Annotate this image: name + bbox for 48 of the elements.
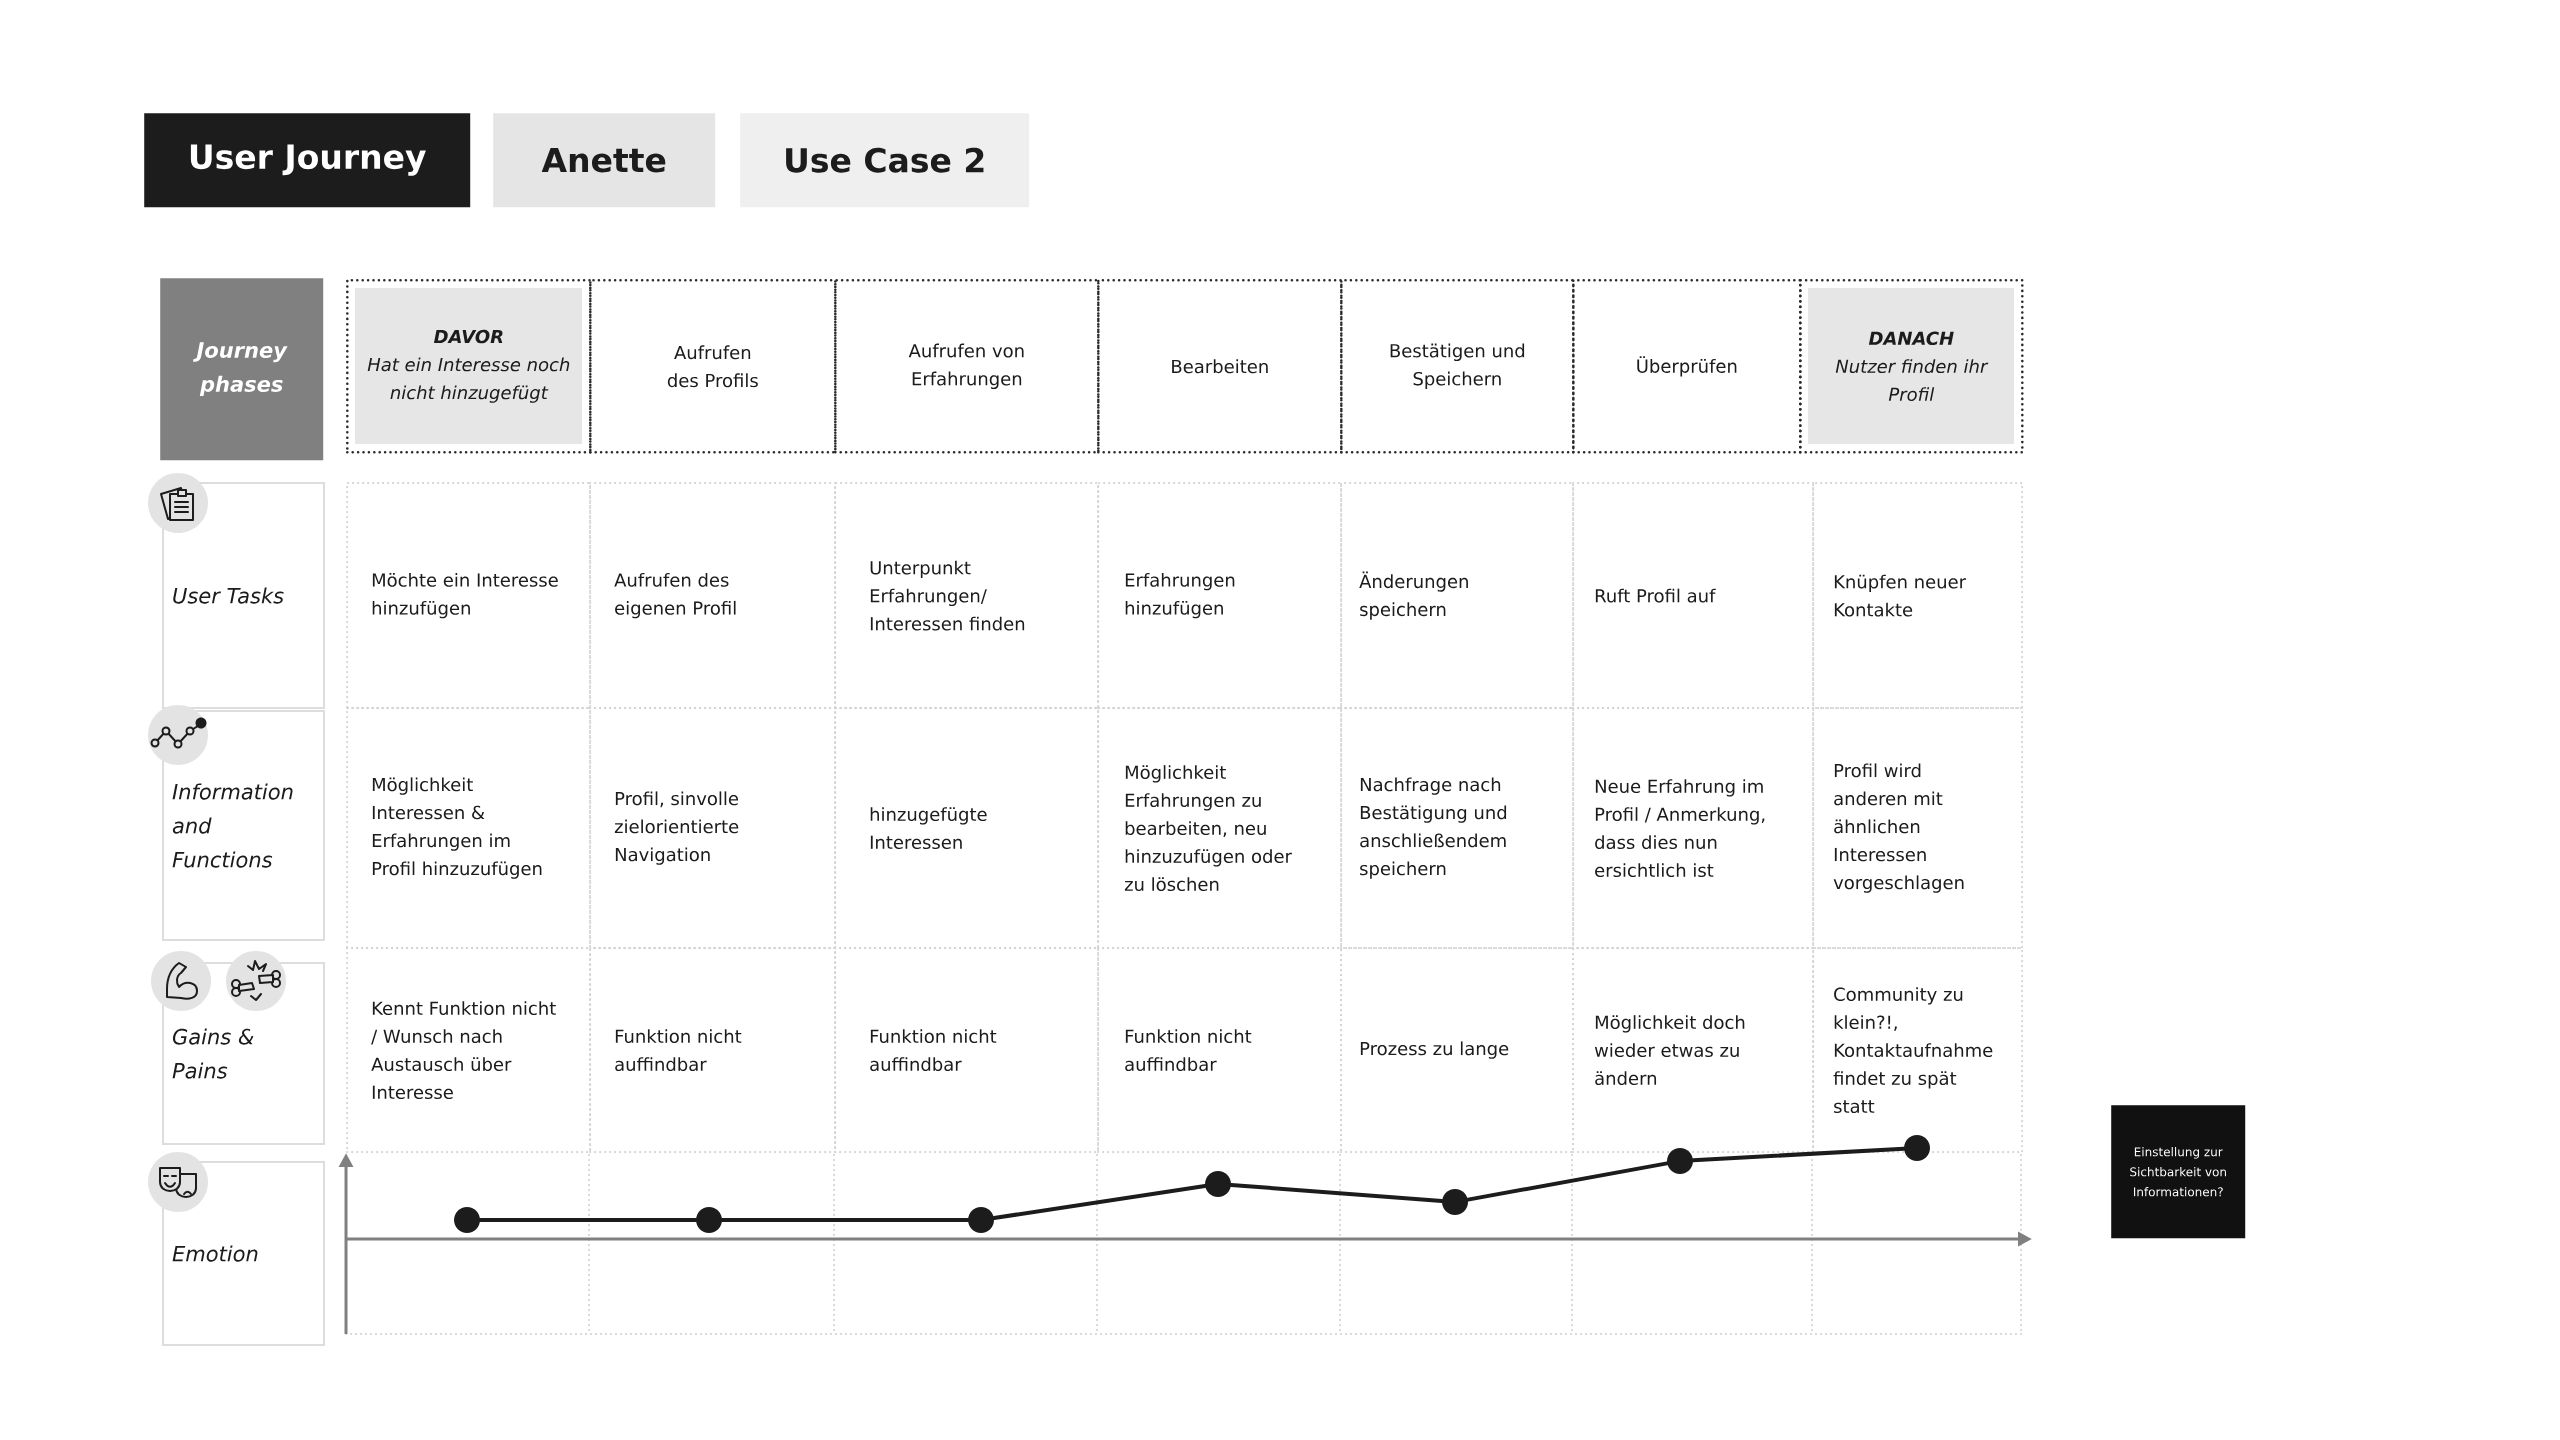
data-point [1667, 1148, 1693, 1174]
data-point [454, 1207, 480, 1233]
header-box: Journey phases [160, 278, 324, 461]
table-cell: hinzugefügte Interessen [834, 707, 1100, 950]
table-cell: Möglichkeit doch wieder etwas zu ändern [1572, 947, 1815, 1154]
table-cell: Funktion nicht auffindbar [589, 947, 837, 1154]
chart-line [1691, 1146, 1906, 1163]
data-point [1904, 1135, 1930, 1161]
table-cell: Änderungen speichern [1340, 482, 1575, 710]
table-cell: Möglichkeit Interessen & Erfahrungen im Profil hinzuzufügen [346, 707, 592, 950]
table-cell: Ruft Profil auf [1572, 482, 1815, 710]
table-cell: Profil wird anderen mit ähnlichen Interessen vorgeschlagen [1812, 707, 2024, 950]
table-cell: Erfahrungen hinzufügen [1097, 482, 1343, 710]
table-cell: Funktion nicht auffindbar [1097, 947, 1343, 1154]
tab: Use Case 2 [740, 113, 1030, 208]
row-header: Emotion [162, 1161, 325, 1346]
data-point [1205, 1171, 1231, 1197]
phase-cell: DANACH Nutzer finden ihr Profil [1799, 279, 2024, 454]
table-cell: Profil, sinvolle zielorientierte Navigation [589, 707, 837, 950]
tab: User Journey [144, 113, 471, 208]
table-cell: Möchte ein Interesse hinzufügen [346, 482, 592, 710]
phase-cell: Bestätigen und Speichern [1340, 279, 1575, 454]
phase-cell: Überprüfen [1572, 279, 1802, 454]
data-point [968, 1207, 994, 1233]
chart-line [720, 1218, 970, 1222]
chart-line [1466, 1161, 1670, 1202]
phase-cell: DAVOR Hat ein Interesse noch nicht hinzugefügt [346, 279, 592, 454]
data-point [696, 1207, 722, 1233]
phase-cell: Bearbeiten [1097, 279, 1343, 454]
phase-cell: Aufrufen des Profils [589, 279, 837, 454]
tab: Anette [493, 113, 716, 208]
table-cell: Neue Erfahrung im Profil / Anmerkung, dass dies nun ersichtlich ist [1572, 707, 1815, 950]
table-cell: Nachfrage nach Bestätigung und anschließendem speichern [1340, 707, 1575, 950]
chart-line [1229, 1183, 1444, 1203]
table-cell: Prozess zu lange [1340, 947, 1575, 1154]
table-cell: Unterpunkt Erfahrungen/ Interessen finden [834, 482, 1100, 710]
row-header: Information and Functions [162, 710, 325, 941]
table-cell: Knüpfen neuer Kontakte [1812, 482, 2024, 710]
chart-line [478, 1218, 698, 1222]
table-cell: Aufrufen des eigenen Profil [589, 482, 837, 710]
table-cell: Funktion nicht auffindbar [834, 947, 1100, 1154]
data-point [1442, 1189, 1468, 1215]
table-cell: Kennt Funktion nicht / Wunsch nach Austausch über Interesse [346, 947, 592, 1154]
sticky-note: Einstellung zur Sichtbarkeit von Informationen? [2111, 1105, 2246, 1239]
phase-cell: Aufrufen von Erfahrungen [834, 279, 1100, 454]
table-cell: Möglichkeit Erfahrungen zu bearbeiten, neu hinzuzufügen oder zu löschen [1097, 707, 1343, 950]
chart-line [992, 1184, 1207, 1220]
table-cell: Community zu klein?!, Kontaktaufnahme findet zu spät statt [1812, 947, 2024, 1154]
